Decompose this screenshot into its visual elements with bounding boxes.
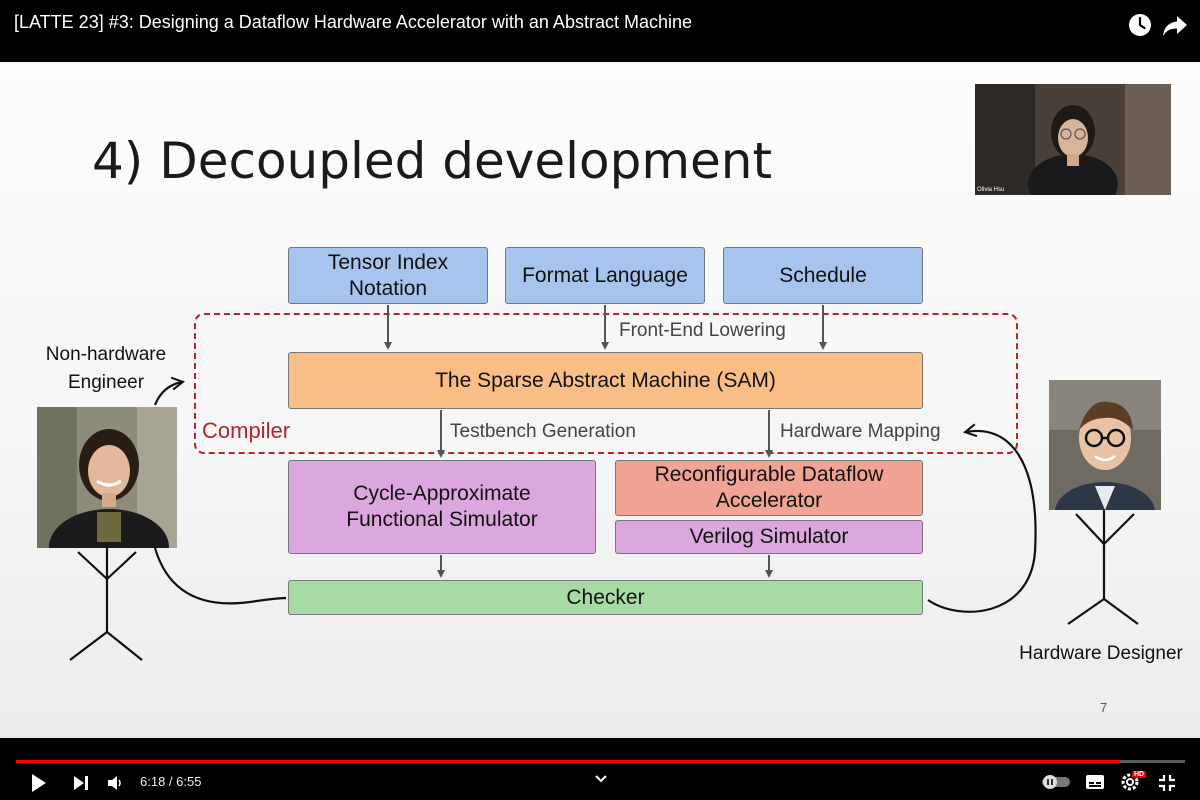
- schedule-box: Schedule: [723, 247, 923, 304]
- designer-to-mapping-arrow: [927, 431, 1037, 613]
- hw-designer-stick-figure: [1067, 510, 1139, 625]
- non-hw-engineer-stick-figure: [69, 548, 143, 661]
- verilog-simulator-box: Verilog Simulator: [615, 520, 923, 554]
- diagram-arrows: [69, 305, 1139, 661]
- autoplay-toggle-icon[interactable]: [1040, 773, 1072, 791]
- webcam-name-label: Olivia Hsu: [977, 187, 1005, 193]
- time-display: 6:18 / 6:55: [140, 774, 202, 789]
- presentation-slide: 4) Decoupled development Olivia Hsu Tens…: [0, 62, 1200, 738]
- compiler-label: Compiler: [202, 418, 291, 443]
- functional-simulator-box: Cycle-Approximate Functional Simulator: [288, 460, 596, 554]
- hw-designer-label: Hardware Designer: [1019, 643, 1183, 664]
- hardware-mapping-label: Hardware Mapping: [780, 421, 941, 442]
- non-hw-engineer-photo: [37, 407, 177, 548]
- slide-page-number: 7: [1100, 700, 1108, 715]
- speaker-webcam-image: [975, 84, 1171, 195]
- non-hw-engineer-text: Non-hardware Engineer: [45, 344, 167, 393]
- sam-box: The Sparse Abstract Machine (SAM): [288, 352, 923, 409]
- slide-title: 4) Decoupled development: [92, 132, 773, 190]
- settings-icon[interactable]: [1120, 771, 1142, 793]
- dataflow-accelerator-box: Reconfigurable Dataflow Accelerator: [615, 460, 923, 516]
- format-language-box: Format Language: [505, 247, 705, 304]
- engineer-to-compiler-arrow: [153, 382, 182, 406]
- front-end-lowering-label: Front-End Lowering: [619, 320, 786, 341]
- hd-badge: HD: [1132, 771, 1147, 778]
- speaker-webcam: Olivia Hsu: [975, 84, 1171, 195]
- progress-bar[interactable]: [16, 760, 1185, 763]
- tensor-index-notation-box: Tensor Index Notation: [288, 247, 488, 304]
- clock-icon[interactable]: [1127, 12, 1153, 38]
- player-controls: 6:18 / 6:55 HD: [0, 738, 1200, 800]
- hw-designer-photo: [1049, 380, 1161, 510]
- testbench-generation-label: Testbench Generation: [450, 421, 636, 442]
- non-hw-engineer-label: Non-hardware Engineer: [36, 341, 176, 396]
- engineer-to-checker-curve: [153, 547, 287, 605]
- video-header: [LATTE 23] #3: Designing a Dataflow Hard…: [0, 0, 1200, 62]
- progress-played: [16, 760, 1120, 763]
- share-arrow-icon[interactable]: [1162, 12, 1188, 38]
- chevron-up-icon[interactable]: [594, 774, 608, 784]
- next-icon[interactable]: [72, 774, 90, 792]
- volume-icon[interactable]: [106, 774, 124, 792]
- subtitles-icon[interactable]: [1085, 773, 1105, 791]
- play-icon[interactable]: [30, 773, 48, 793]
- exit-fullscreen-icon[interactable]: [1158, 774, 1176, 792]
- settings-button[interactable]: HD: [1120, 771, 1147, 793]
- checker-box: Checker: [288, 580, 923, 615]
- video-title[interactable]: [LATTE 23] #3: Designing a Dataflow Hard…: [14, 12, 692, 32]
